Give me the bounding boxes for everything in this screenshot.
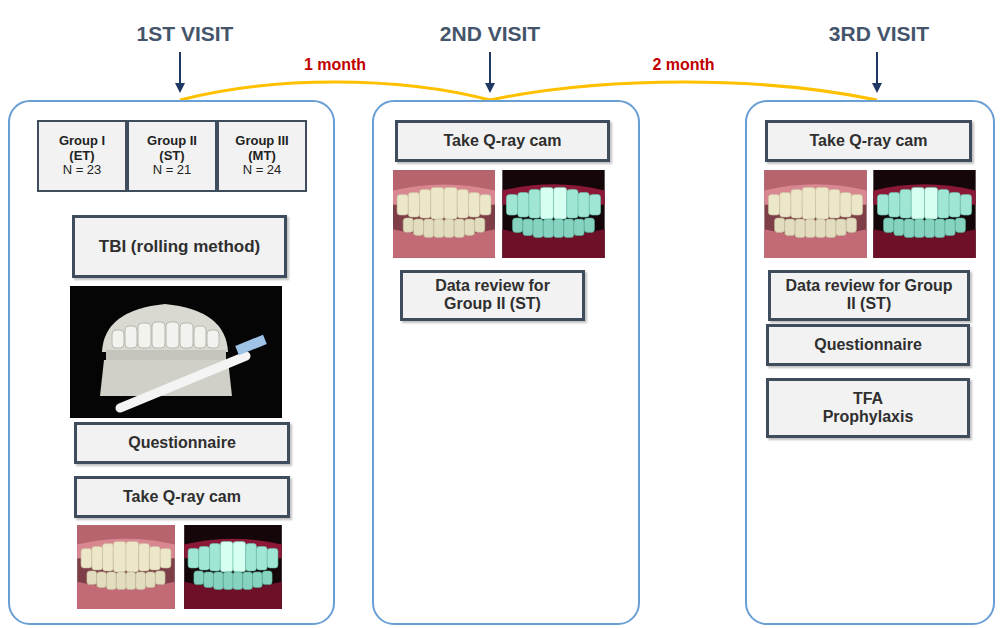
interval-arc [180,82,490,100]
group-cell: Group II (ST)N = 21 [127,120,217,192]
group-cell: Group III (MT)N = 24 [217,120,307,192]
step-box: Take Q-ray cam [395,120,610,162]
group-label: Group III (MT) [229,134,295,164]
visit-panel: 2ND VISITTake Q-ray camData review for G… [372,100,640,625]
group-label: N = 23 [63,163,102,178]
step-label: Take Q-ray cam [444,132,562,150]
step-label: Take Q-ray cam [810,132,928,150]
visit-heading: 1ST VISIT [65,22,305,46]
interval-label: 2 month [650,56,716,74]
group-cell: Group I (ET)N = 23 [37,120,127,192]
step-label: Questionnaire [814,336,922,354]
fluorescence-photo [184,525,282,609]
interval-label: 1 month [302,56,368,74]
step-box: Take Q-ray cam [765,120,972,162]
fluorescence-photo [502,170,604,258]
group-label: N = 21 [153,163,192,178]
intraoral-photo [77,525,175,609]
step-label: Take Q-ray cam [123,488,241,506]
step-label: Data review for Group II (ST) [779,277,959,314]
visit-panel: 1ST VISITGroup I (ET)N = 23Group II (ST)… [8,100,335,625]
visit-heading: 2ND VISIT [370,22,610,46]
step-label: Questionnaire [128,434,236,452]
visit-heading: 3RD VISIT [759,22,999,46]
intraoral-photo [764,170,866,258]
intraoral-photo [393,170,495,258]
interval-arc [490,82,877,100]
step-box: TFA Prophylaxis [766,378,970,438]
step-box: Data review for Group II (ST) [768,270,970,321]
step-box: Take Q-ray cam [74,476,290,518]
visit-panel: 3RD VISITTake Q-ray camData review for G… [745,100,995,625]
fluorescence-photo [873,170,975,258]
group-label: Group I (ET) [49,134,115,164]
step-box: Questionnaire [766,324,970,366]
model-toothbrush-photo [70,286,282,418]
step-box: TBI (rolling method) [72,215,287,278]
group-label: N = 24 [243,163,282,178]
step-box: Questionnaire [74,422,290,464]
step-box: Data review for Group II (ST) [400,270,585,321]
step-label: Data review for Group II (ST) [411,277,574,314]
step-label: TBI (rolling method) [99,237,260,257]
step-label: TFA Prophylaxis [813,390,923,427]
group-label: Group II (ST) [139,134,205,164]
